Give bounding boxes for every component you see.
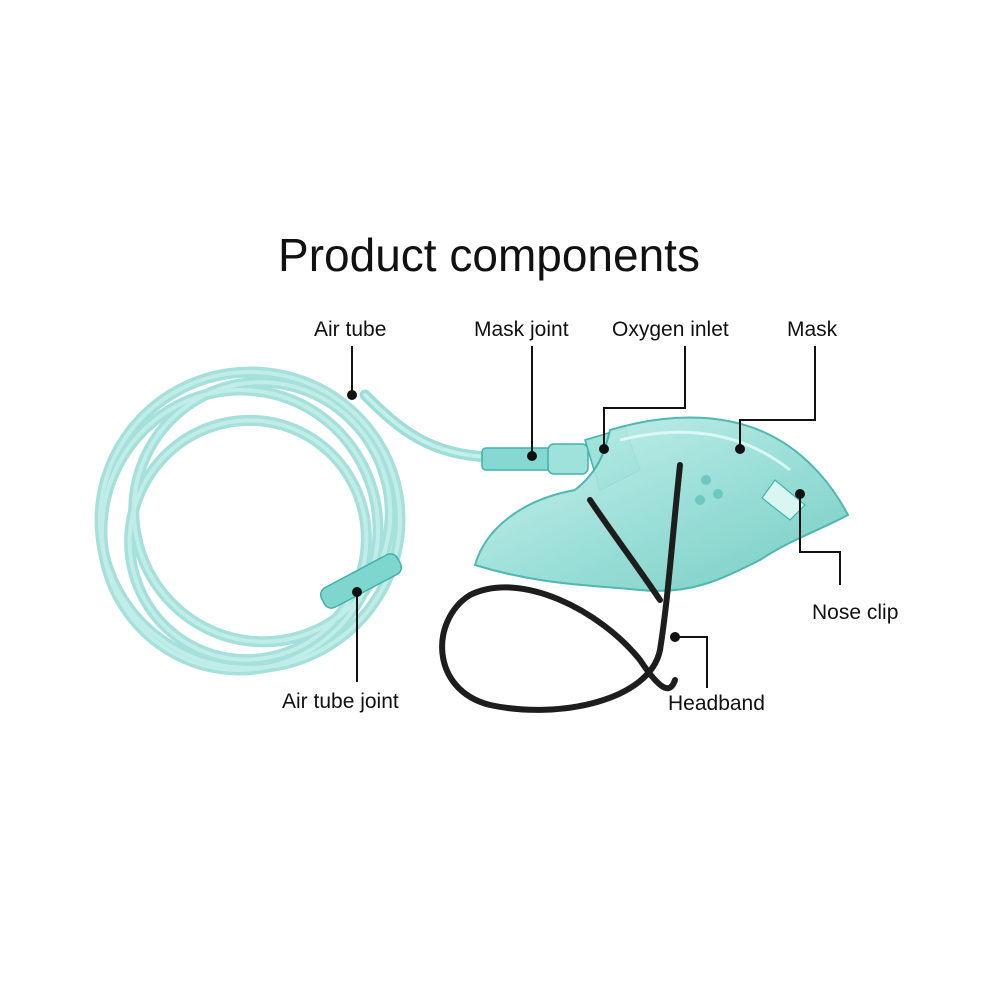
label-air-tube-joint: Air tube joint: [282, 690, 399, 713]
air-tube-joint-connector: [319, 553, 403, 609]
label-mask: Mask: [787, 318, 838, 341]
leader-lines: [351, 346, 841, 688]
label-headband: Headband: [668, 692, 765, 715]
label-mask-joint: Mask joint: [474, 318, 569, 341]
label-nose-clip: Nose clip: [812, 601, 899, 624]
leader-dots: [347, 390, 805, 642]
label-oxygen-inlet: Oxygen inlet: [612, 318, 729, 341]
headband-strap: [439, 462, 683, 713]
mask-body: [473, 416, 850, 592]
air-tube-coil: [94, 366, 496, 676]
page-title: Product components: [278, 229, 700, 281]
label-air-tube: Air tube: [314, 318, 387, 341]
